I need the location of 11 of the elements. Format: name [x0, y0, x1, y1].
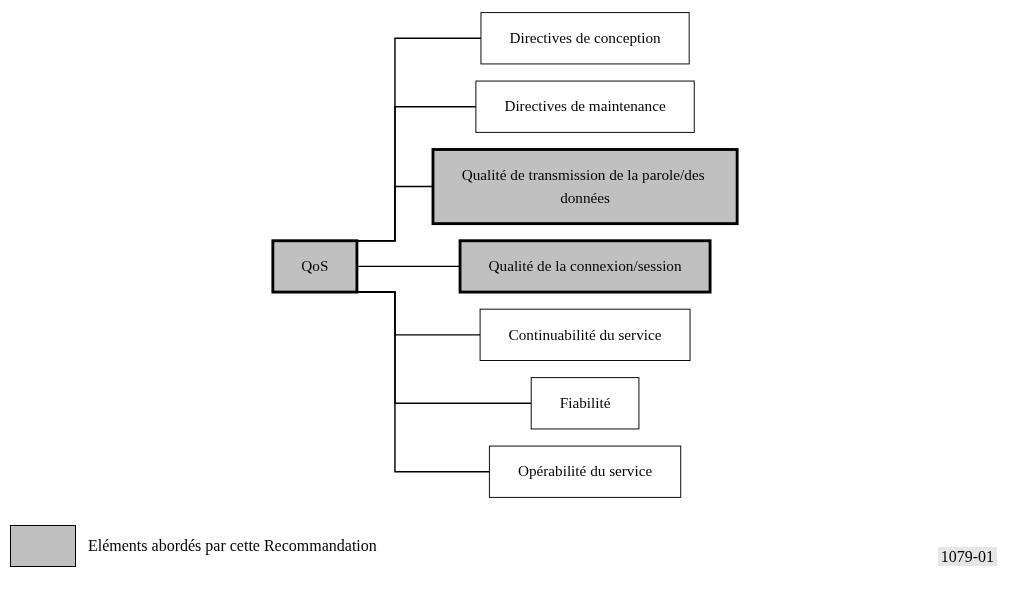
node-box: Fiabilité — [530, 377, 640, 430]
node-box: Qualité de la connexion/session — [458, 239, 712, 294]
node-box: Directives de conception — [480, 12, 690, 65]
figure-number: 1079-01 — [937, 547, 997, 566]
node-box: Opérabilité du service — [488, 445, 682, 498]
node-box: Qualité de transmission de la parole/des données — [431, 148, 739, 226]
connector — [356, 265, 461, 268]
legend-text: Eléments abordés par cette Recommandation — [88, 537, 377, 555]
node-box: QoS — [271, 239, 359, 294]
node-box: Continuabilité du service — [479, 308, 691, 361]
node-box: Directives de maintenance — [475, 80, 695, 133]
